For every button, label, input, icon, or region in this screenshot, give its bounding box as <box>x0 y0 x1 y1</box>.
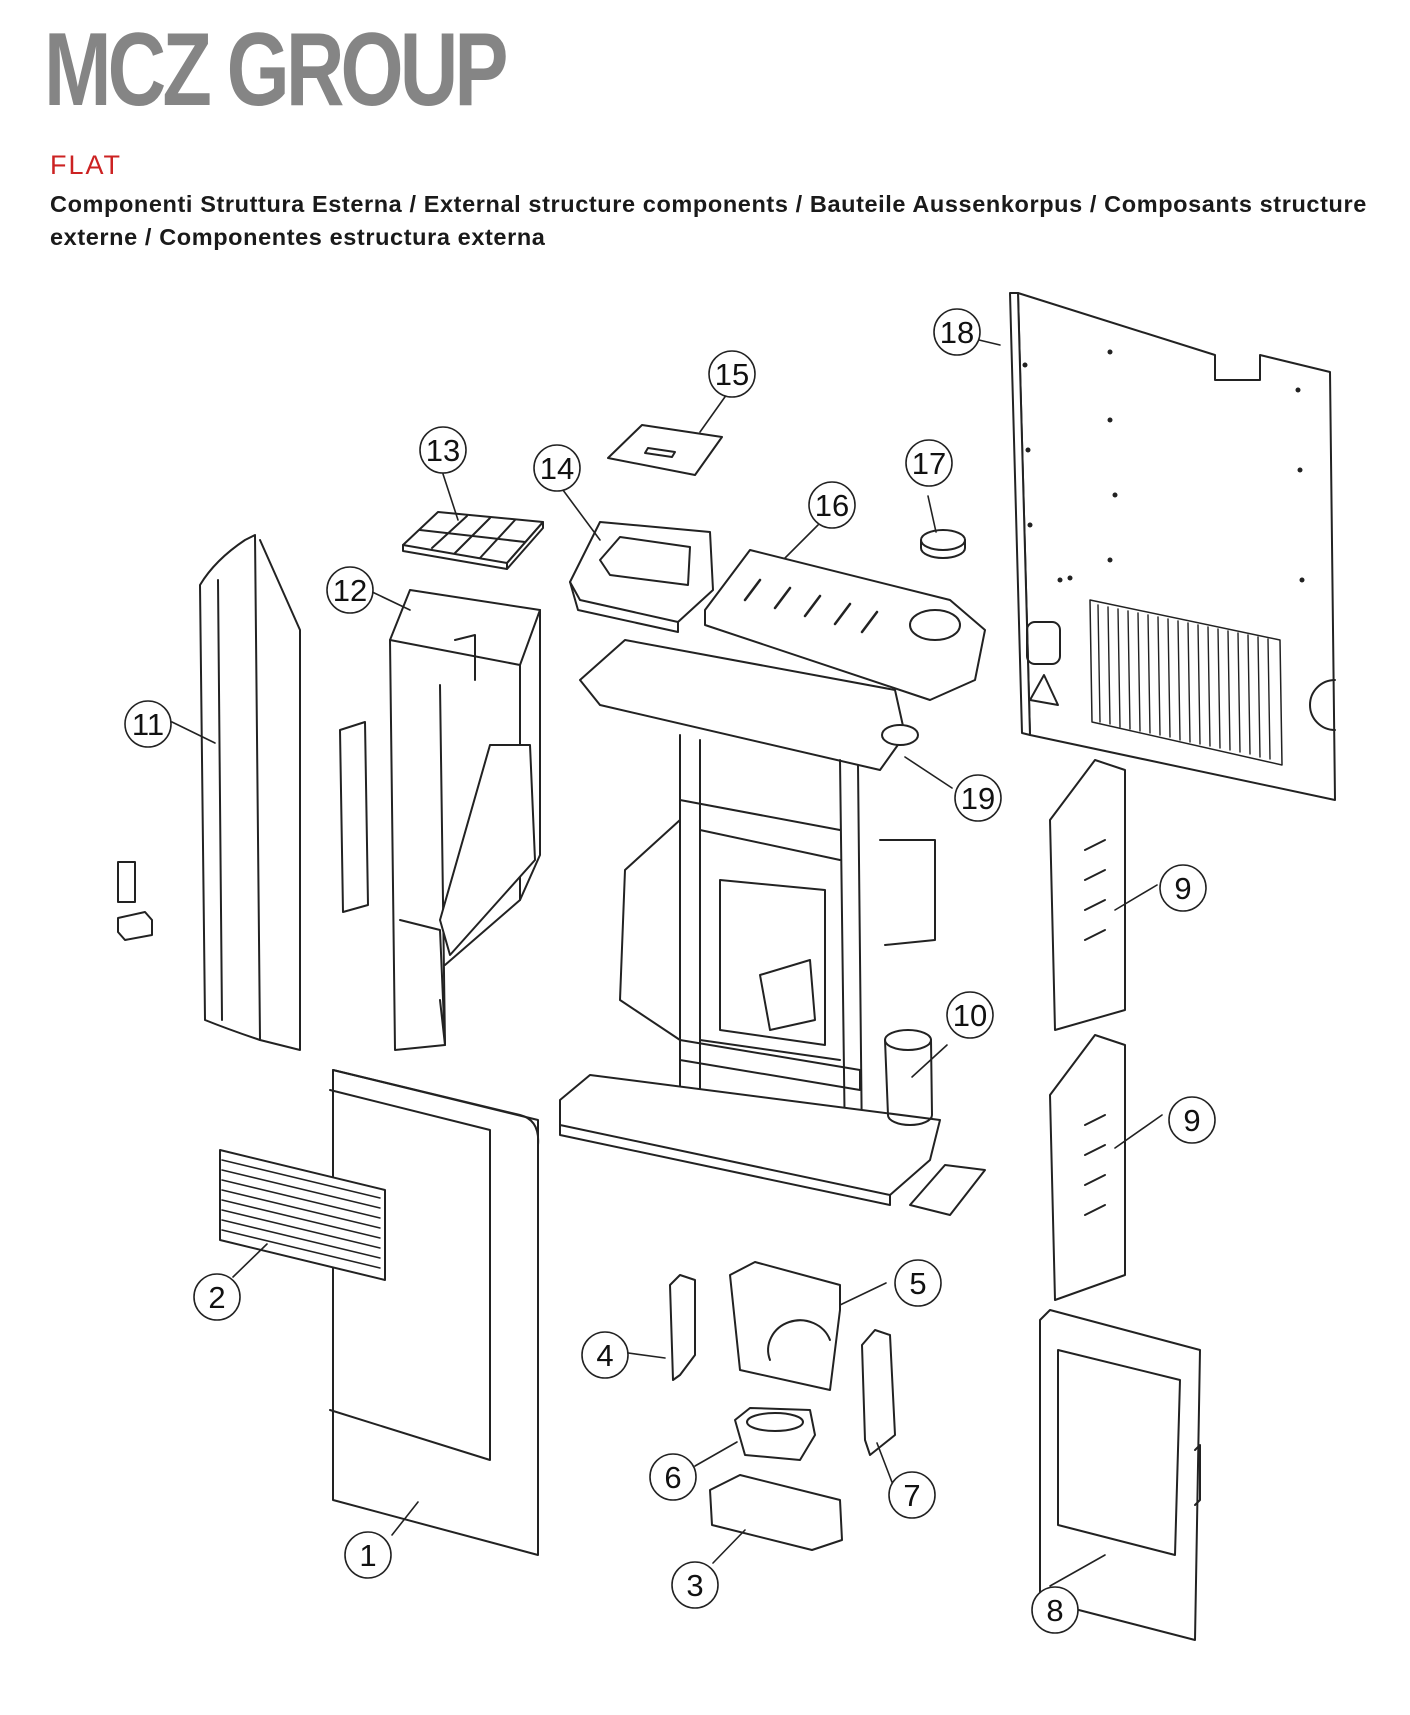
part-top-collar <box>569 521 714 633</box>
callout-14: 14 <box>540 451 574 486</box>
callout-6: 6 <box>664 1460 681 1495</box>
callout-15-circle <box>708 350 756 398</box>
part-small-clips <box>117 861 153 941</box>
back-panel-vents <box>1097 604 1271 760</box>
callout-15: 15 <box>715 357 749 392</box>
part-side-grille-upper <box>1049 759 1126 1031</box>
callout-3: 3 <box>686 1568 703 1603</box>
part-top-plate <box>607 424 723 476</box>
callout-16-circle <box>808 481 856 529</box>
callout-6-circle <box>649 1453 697 1501</box>
part-blower-cylinder <box>884 1029 933 1126</box>
callout-5-circle <box>894 1259 942 1307</box>
callout-16: 16 <box>815 488 849 523</box>
part-ash-drawer <box>709 1474 843 1551</box>
part-motor-bracket <box>881 724 919 746</box>
callout-10: 10 <box>953 998 987 1033</box>
part-right-liner <box>861 1329 896 1456</box>
callout-9-circle-upper <box>1159 864 1207 912</box>
callout-1: 1 <box>359 1538 376 1573</box>
callout-7-circle <box>888 1471 936 1519</box>
callout-18: 18 <box>940 315 974 350</box>
callout-9-lower: 9 <box>1183 1103 1200 1138</box>
callout-2-circle <box>193 1273 241 1321</box>
callout-circles <box>124 308 1216 1634</box>
part-burn-pot <box>734 1407 816 1461</box>
callout-3-circle <box>671 1561 719 1609</box>
callout-12-circle <box>326 566 374 614</box>
callout-18-circle <box>933 308 981 356</box>
part-front-grille <box>219 1149 386 1281</box>
part-fire-back <box>729 1261 841 1391</box>
part-left-liner <box>669 1274 696 1381</box>
part-side-grille-lower <box>1049 1034 1126 1301</box>
callout-4-circle <box>581 1331 629 1379</box>
callout-13: 13 <box>426 433 460 468</box>
part-top-cover <box>704 549 986 701</box>
callout-9-upper: 9 <box>1174 871 1191 906</box>
model-name: FLAT <box>50 150 123 180</box>
part-round-cap <box>920 529 966 559</box>
part-hopper-frame <box>339 589 541 1051</box>
callout-11: 11 <box>132 707 164 742</box>
page-description: Componenti Struttura Esterna / External … <box>50 191 1367 250</box>
part-filter-grid <box>402 511 544 570</box>
callout-11-circle <box>124 700 172 748</box>
callout-12: 12 <box>333 573 367 608</box>
callout-5: 5 <box>909 1266 926 1301</box>
callout-10-circle <box>946 991 994 1039</box>
callout-14-circle <box>533 444 581 492</box>
callout-2: 2 <box>208 1280 225 1315</box>
callout-8-circle <box>1031 1586 1079 1634</box>
callout-4: 4 <box>596 1338 613 1373</box>
callout-1-circle <box>344 1531 392 1579</box>
callout-17: 17 <box>912 446 946 481</box>
part-side-panel <box>199 534 301 1051</box>
part-front-panel <box>329 1069 540 1556</box>
part-door <box>1039 1309 1201 1641</box>
callout-13-circle <box>419 426 467 474</box>
callout-8: 8 <box>1046 1593 1063 1628</box>
callout-19-circle <box>954 774 1002 822</box>
brand-logo: MCZ GROUP <box>44 12 509 128</box>
callout-19: 19 <box>961 781 995 816</box>
callout-9-circle-lower <box>1168 1096 1216 1144</box>
part-base-rail <box>909 1164 986 1216</box>
callout-leaders <box>171 334 1163 1587</box>
part-main-chassis <box>559 639 941 1206</box>
part-back-panel <box>1009 292 1336 801</box>
callout-7: 7 <box>903 1478 920 1513</box>
callout-17-circle <box>905 439 953 487</box>
